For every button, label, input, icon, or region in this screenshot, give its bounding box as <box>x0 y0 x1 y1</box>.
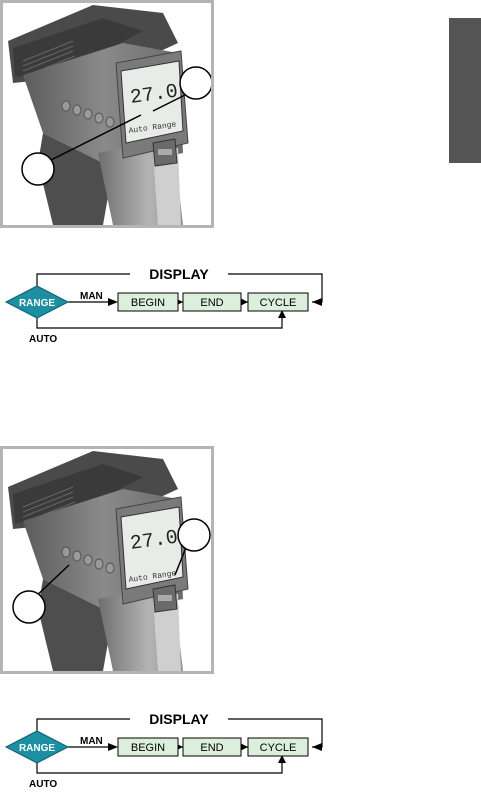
svg-text:BEGIN: BEGIN <box>131 297 165 309</box>
decision-label: RANGE <box>19 743 55 754</box>
svg-text:BEGIN: BEGIN <box>131 742 165 754</box>
range-decision-node: RANGE <box>6 286 68 318</box>
auto-branch-label: AUTO <box>29 334 57 345</box>
step-begin: BEGIN <box>118 738 178 756</box>
manual-branch-label: MAN <box>80 736 103 747</box>
svg-text:END: END <box>200 742 223 754</box>
range-mode-flowchart: DISPLAY RANGE MAN AUTO BEGIN END CYCLE <box>0 703 340 793</box>
thermometer-figure: 27.0 Auto Range <box>0 446 214 674</box>
step-cycle: CYCLE <box>248 738 308 756</box>
auto-branch-label: AUTO <box>29 779 57 790</box>
section-tab <box>449 18 481 163</box>
callout-marker-2 <box>178 519 210 551</box>
step-end: END <box>183 738 241 756</box>
step-end: END <box>183 293 241 311</box>
step-begin: BEGIN <box>118 293 178 311</box>
range-decision-node: RANGE <box>6 731 68 763</box>
svg-text:END: END <box>200 297 223 309</box>
svg-text:CYCLE: CYCLE <box>260 742 297 754</box>
flowchart-title: DISPLAY <box>149 266 209 282</box>
step-cycle: CYCLE <box>248 293 308 311</box>
decision-label: RANGE <box>19 298 55 309</box>
callout-marker-1 <box>13 591 45 623</box>
callout-marker-2 <box>180 67 211 99</box>
thermometer-illustration <box>8 5 188 225</box>
range-mode-flowchart: DISPLAY RANGE MAN AUTO BEGIN END CYCLE <box>0 258 340 348</box>
callout-marker-1 <box>22 153 54 185</box>
flowchart-title: DISPLAY <box>149 711 209 727</box>
svg-text:CYCLE: CYCLE <box>260 297 297 309</box>
thermometer-figure: 27.0 Auto Range <box>0 0 214 228</box>
manual-branch-label: MAN <box>80 291 103 302</box>
thermometer-illustration <box>8 451 188 671</box>
